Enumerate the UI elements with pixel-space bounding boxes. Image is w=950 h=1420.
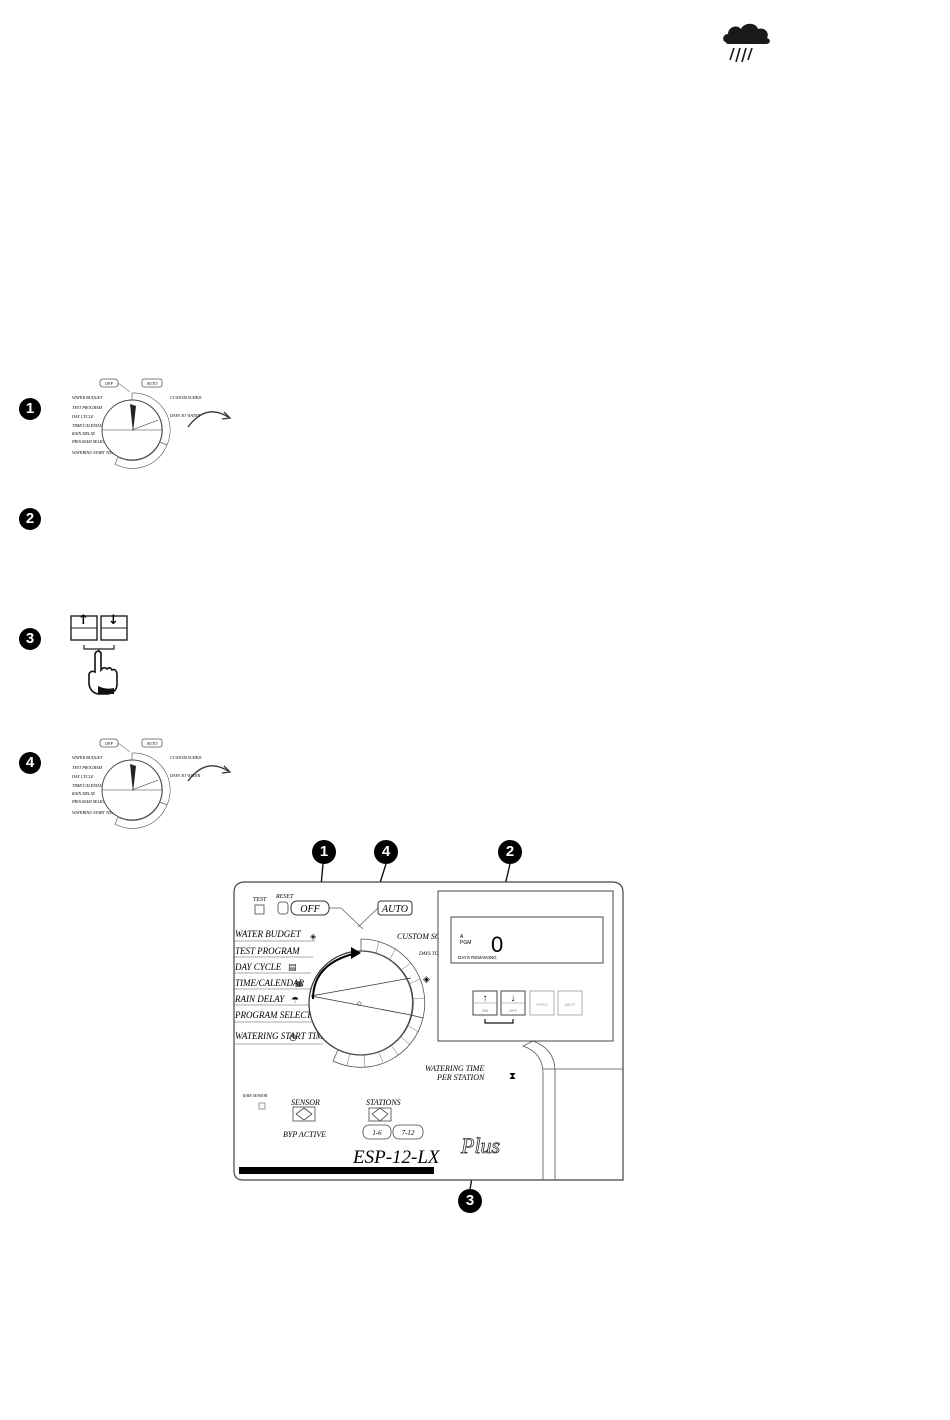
lcd-caption: DAYS REMAINING [458,955,497,960]
stations-1-6-label: 1-6 [372,1129,382,1137]
callout-1: 1 [312,840,336,864]
stations-7-12-button[interactable] [392,1124,424,1140]
model-plus: Plus [460,1133,500,1158]
days-to-water-icon: ◈ [423,974,430,984]
mini-dial-4-label-custom: CUSTOM SCHED. [170,755,202,760]
step-2-number: 2 [19,508,41,530]
custom-sched-label: CUSTOM SCHED. [397,932,459,941]
rain-cloud-icon [720,20,774,68]
mini-dial-4-label-day-cycle: DAY CYCLE [71,774,94,779]
mini-dial-auto-label: AUTO [146,381,158,386]
lcd-display [450,916,604,964]
mini-dial-4-off-label: OFF [105,741,114,746]
model-name: ESP-12-LX [352,1147,441,1168]
model-underline-bar [239,1167,434,1174]
mini-dial-4-label-rain-delay: RAIN DELAY [71,791,96,796]
lcd-program-letter: A [460,934,464,940]
mini-dial-label-start-times: WATERING START TIMES [72,450,119,455]
curved-arrow-icon [186,757,234,785]
reset-button[interactable] [277,901,289,915]
per-station-label: PER STATION [436,1073,485,1082]
mini-dial-4-label-test-program: TEST PROGRAM [72,765,103,770]
mini-dial-4-label-program-select: PROGRAM SELECT [71,799,108,804]
key-on-label: ON [482,1008,488,1013]
mini-dial-4-label-water-budget: WATER BUDGET [72,755,103,760]
step-3-up-symbol[interactable]: ↑ [78,613,89,628]
key-next[interactable]: NEXT [557,990,583,1016]
key-off-label: OFF [509,1008,518,1013]
step-1-number: 1 [19,398,41,420]
dial-label-rain-delay: RAIN DELAY [234,994,285,1004]
callout-3: 3 [458,1189,482,1213]
mini-dial-4-auto-label: AUTO [146,741,158,746]
esp-12-lx-controller: TEST RESET OFF AUTO WATER BUDGET TEST PR… [233,881,624,1181]
curved-arrow-icon [186,403,234,431]
clock-icon: ◷ [289,1032,297,1042]
mini-dial-label-custom: CUSTOM SCHED. [170,395,202,400]
rain-sensor-indicator [258,1102,266,1110]
calendar-icon: ▦ [295,979,303,988]
callout-4: 4 [374,840,398,864]
lcd-program-label: PGM [460,940,471,946]
step-3-down-symbol[interactable]: ↓ [108,613,119,628]
mini-dial-label-days: DAYS TO WATER [169,413,201,418]
mini-dial-4-label-start-times: WATERING START TIMES [72,810,119,815]
key-prev[interactable]: PREV [529,990,555,1016]
dial-position-labels: WATER BUDGET TEST PROGRAM DAY CYCLE TIME… [234,929,334,1041]
sensor-switch[interactable] [295,1107,313,1121]
step-3-number: 3 [19,628,41,650]
key-on-symbol: ↑ [483,993,488,1004]
mini-dial-left-labels: WATER BUDGET TEST PROGRAM DAY CYCLE TIME… [71,395,119,455]
key-prev-label: PREV [537,1002,548,1007]
step-3-buttons: ↑ ↓ [70,613,130,695]
dial-turn-arrow [351,947,361,959]
mini-dial-label-program-select: PROGRAM SELECT [71,439,108,444]
mini-dial-label-test-program: TEST PROGRAM [72,405,103,410]
mini-dial-4-label-days: DAYS TO WATER [169,773,201,778]
dial-label-time-calendar: TIME/CALENDAR [235,978,305,988]
dial-label-program-select: PROGRAM SELECT [234,1010,312,1020]
key-off[interactable]: ↓ OFF [500,990,526,1016]
test-label: TEST [253,897,267,903]
rain-sensor-label: RAIN SENSOR [242,1093,268,1098]
bypass-active-label: BYP ACTIVE [283,1130,326,1139]
sensor-label: SENSOR [291,1098,320,1107]
dial-label-water-budget: WATER BUDGET [235,929,302,939]
water-budget-icon: ◈ [310,932,317,941]
dial-label-day-cycle: DAY CYCLE [234,962,282,972]
key-next-label: NEXT [565,1002,576,1007]
auto-position-label[interactable]: AUTO [381,904,408,915]
callout-2: 2 [498,840,522,864]
mini-dial-off-label: OFF [105,381,114,386]
stations-switch[interactable] [371,1107,389,1122]
watering-time-label: WATERING TIME [425,1064,484,1073]
mini-dial-label-time-calendar: TIME/CALENDAR [72,423,105,428]
mini-dial-label-day-cycle: DAY CYCLE [71,414,94,419]
days-to-water-label: DAYS TO WATER [418,952,455,957]
mini-dial-step-4: OFF AUTO WATER BUDGET TEST PROGRAM DAY C… [70,732,230,842]
dial-label-start-times: WATERING START TIMES [235,1031,334,1041]
dial-label-test-program: TEST PROGRAM [235,946,300,956]
pointing-hand-icon [84,650,120,696]
lcd-value: 0 [491,932,503,957]
stations-label: STATIONS [366,1098,401,1107]
mini-dial-label-water-budget: WATER BUDGET [72,395,103,400]
mini-dial-4-label-time-calendar: TIME/CALENDAR [72,783,105,788]
stations-7-12-label: 7-12 [402,1129,415,1137]
reset-label: RESET [275,894,294,900]
umbrella-icon: ☂ [291,995,299,1005]
key-off-symbol: ↓ [511,993,516,1004]
key-on[interactable]: ↑ ON [472,990,498,1016]
dial-center-mark: ◇ [357,1001,362,1007]
hourglass-icon: ⧗ [509,1071,516,1082]
day-cycle-icon: ▤ [288,962,297,972]
off-position-label[interactable]: OFF [300,904,320,915]
mini-dial-step-1: OFF AUTO WATER BUDGET TEST PROGRAM DAY C… [70,372,230,482]
step-4-number: 4 [19,752,41,774]
test-button[interactable] [254,904,265,915]
stations-1-6-button[interactable] [362,1124,392,1140]
mini-dial-label-rain-delay: RAIN DELAY [71,431,96,436]
